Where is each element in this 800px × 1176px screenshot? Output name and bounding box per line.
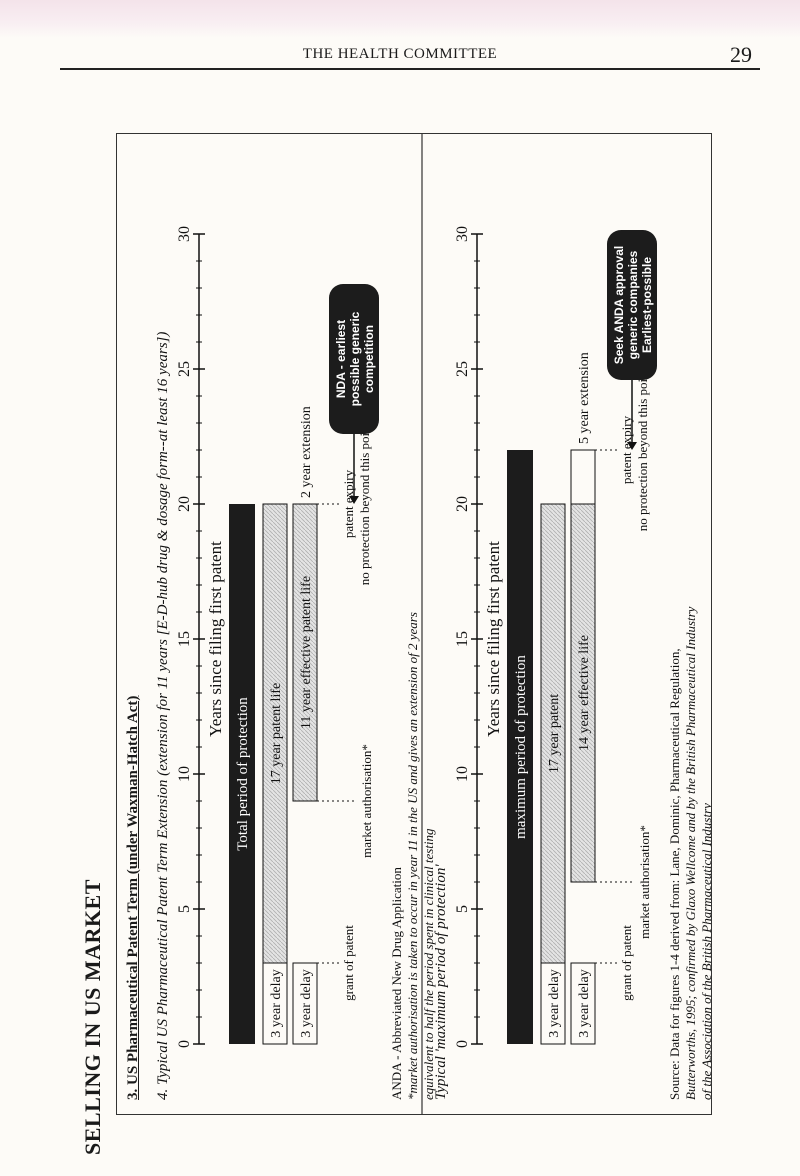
delay-label: 3 year delay [299,969,314,1037]
patent-life-label: 17 year patent life [269,683,284,784]
delay-label: 3 year delay [269,969,284,1037]
extension-segment [570,449,596,505]
protection-bar [229,504,255,1044]
tick-label: 20 [176,496,193,512]
patent-term-diagram: 4. Typical US Pharmaceutical Patent Term… [155,134,711,1114]
delay-segment [292,962,318,1045]
generic-competition-callout [607,230,657,380]
expiry-label: patent expiry [341,469,356,538]
tick-label: 15 [454,631,471,647]
tick-label: 20 [454,496,471,512]
callout-arrowhead [627,442,637,450]
header-rule [60,68,760,70]
rotated-figure-page: SELLING IN US MARKET 3. US Pharmaceutica… [80,115,720,1155]
axis-label: Years since filing first patent [206,541,225,737]
panel-title: Typical 'maximum period of protection' [433,864,449,1100]
effective-life-label: 11 year effective patent life [299,576,314,729]
callout-line: Earliest-possible [640,257,654,353]
tick-label: 0 [176,1040,193,1048]
marketing-label: market authorisation* [359,744,374,858]
grant-label: grant of patent [619,925,634,1001]
figure-stage: SELLING IN US MARKET 3. US Pharmaceutica… [80,115,720,1155]
delay-segment [570,962,596,1045]
delay-label: 3 year delay [577,969,592,1037]
effective-life-segment [292,503,318,802]
show-through-bleed [0,0,800,38]
callout-line: NDA - earliest [334,320,348,398]
patent-life-label: 17 year patent [547,694,562,773]
patent-life-segment [262,503,288,964]
page-header: THE HEALTH COMMITTEE 29 [0,0,800,100]
patent-life-segment [540,503,566,964]
protection-bar-label: Total period of protection [235,697,251,851]
tick-label: 30 [454,226,471,242]
tick-label: 10 [454,766,471,782]
protection-bar-label: maximum period of protection [513,655,529,839]
tick-label: 25 [454,361,471,377]
extension-label: 2 year extension [299,406,314,498]
protection-bar [507,450,533,1044]
tick-label: 10 [176,766,193,782]
expiry-label: patent expiry [619,415,634,484]
callout-arrowhead [349,496,359,504]
figure-box: 3. US Pharmaceutical Patent Term (under … [116,133,712,1115]
marketing-label: market authorisation* [637,825,652,939]
callout-line: Seek ANDA approval [612,246,626,364]
tick-label: 5 [454,905,471,913]
footnote: equivalent to half the period spent in c… [421,828,436,1100]
tick-label: 15 [176,631,193,647]
callout-line: possible generic [348,311,362,406]
footnote: *market authorisation is taken to occur … [405,612,420,1100]
tick-label: 0 [454,1040,471,1048]
effective-life-label: 14 year effective life [577,635,592,751]
grant-label: grant of patent [341,925,356,1001]
extension-label: 5 year extension [577,352,592,444]
generic-competition-callout [329,284,379,434]
footnote: Butterworths, 1995; confirmed by Glaxo W… [683,606,698,1100]
running-title: THE HEALTH COMMITTEE [302,46,498,62]
beyond-label: no protection beyond this point [357,422,372,585]
footnote: Source: Data for figures 1-4 derived fro… [667,648,682,1100]
callout-line: competition [362,325,376,393]
section-title: SELLING IN US MARKET [80,879,105,1155]
tick-label: 5 [176,905,193,913]
delay-label: 3 year delay [547,969,562,1037]
tick-label: 30 [176,226,193,242]
axis-label: Years since filing first patent [484,541,503,737]
beyond-label: no protection beyond this point [635,368,650,531]
callout-line: generic companies [626,250,640,359]
footnote: of the Association of the British Pharma… [699,803,711,1100]
panel-title: 4. Typical US Pharmaceutical Patent Term… [155,332,171,1100]
page-number: 29 [730,42,752,67]
tick-label: 25 [176,361,193,377]
footnote: ANDA - Abbreviated New Drug Application [389,867,404,1100]
